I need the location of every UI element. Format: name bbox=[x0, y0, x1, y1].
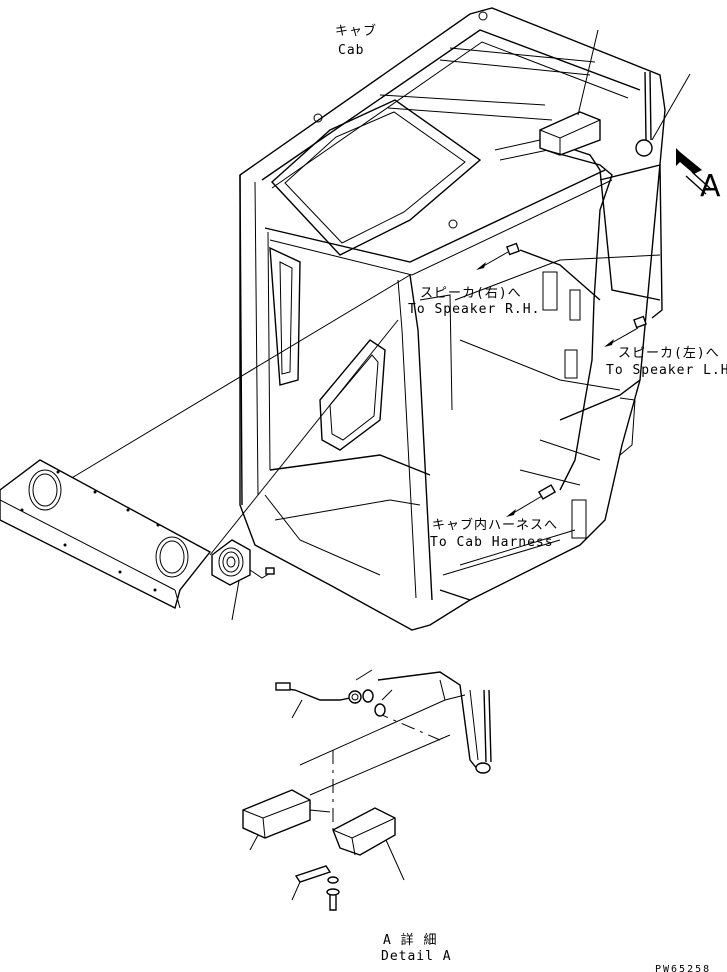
wire-harness bbox=[476, 149, 663, 517]
drawing-number: PW65258 bbox=[655, 964, 712, 972]
view-arrow bbox=[676, 148, 713, 195]
speaker-rh-label-jp: スピーカ(右)へ bbox=[420, 286, 522, 301]
speaker-panel bbox=[0, 459, 212, 610]
view-letter-a: A bbox=[700, 169, 721, 204]
cab-harness-label-en: To Cab Harness bbox=[430, 535, 554, 550]
speaker-rh-label-en: To Speaker R.H. bbox=[408, 302, 541, 317]
detail-a-label-jp: A 詳 細 bbox=[383, 933, 438, 948]
speaker bbox=[211, 539, 275, 586]
cab-label-jp: キャブ bbox=[335, 24, 378, 39]
radio-unit bbox=[539, 29, 601, 156]
detail-a bbox=[242, 669, 492, 911]
cab-harness-label-jp: キャブ内ハーネスへ bbox=[432, 518, 559, 533]
antenna bbox=[635, 71, 691, 157]
speaker-lh-label-en: To Speaker L.H. bbox=[606, 363, 727, 378]
cab-label-en: Cab bbox=[338, 43, 365, 58]
speaker-lh-label-jp: スピーカ(左)へ bbox=[618, 346, 720, 361]
detail-a-label-en: Detail A bbox=[381, 949, 452, 964]
leader-lines bbox=[59, 274, 411, 621]
cab-body bbox=[239, 7, 666, 631]
